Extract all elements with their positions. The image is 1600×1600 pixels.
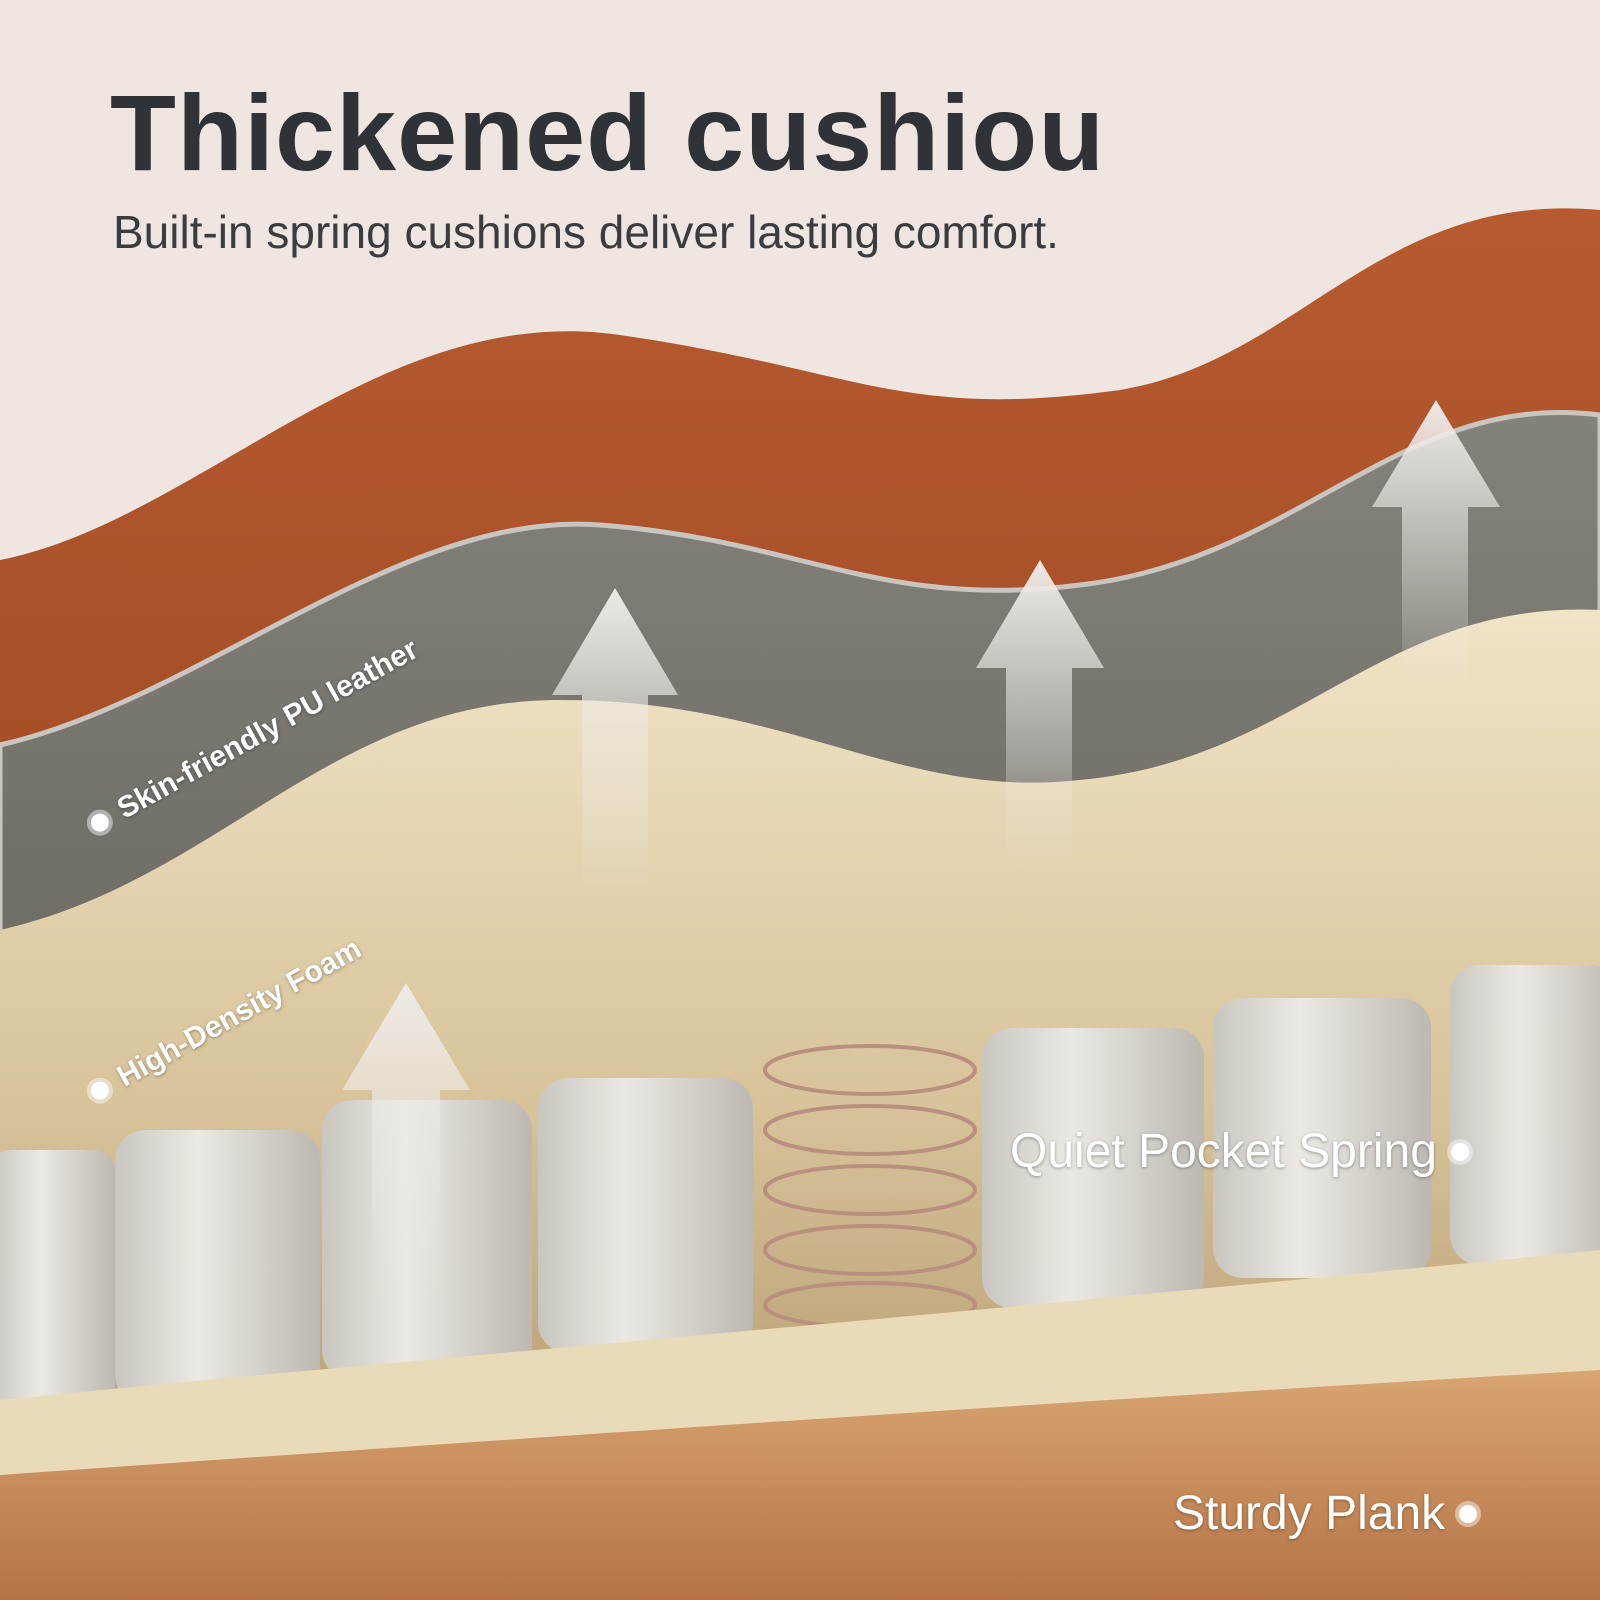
up-arrows xyxy=(342,400,1500,1300)
bullet-dot-icon xyxy=(1450,1142,1469,1161)
label-text: Quiet Pocket Spring xyxy=(1010,1125,1437,1178)
page-title: Thickened cushiou xyxy=(110,72,1106,193)
bullet-dot-icon xyxy=(1459,1504,1478,1523)
label-plank: Sturdy Plank xyxy=(1173,1486,1478,1541)
wood-plank xyxy=(0,1370,1600,1600)
page-subtitle: Built-in spring cushions deliver lasting… xyxy=(113,206,1059,258)
label-text: Sturdy Plank xyxy=(1173,1487,1446,1540)
coil-spring xyxy=(763,1044,977,1329)
label-spring: Quiet Pocket Spring xyxy=(1010,1124,1469,1179)
